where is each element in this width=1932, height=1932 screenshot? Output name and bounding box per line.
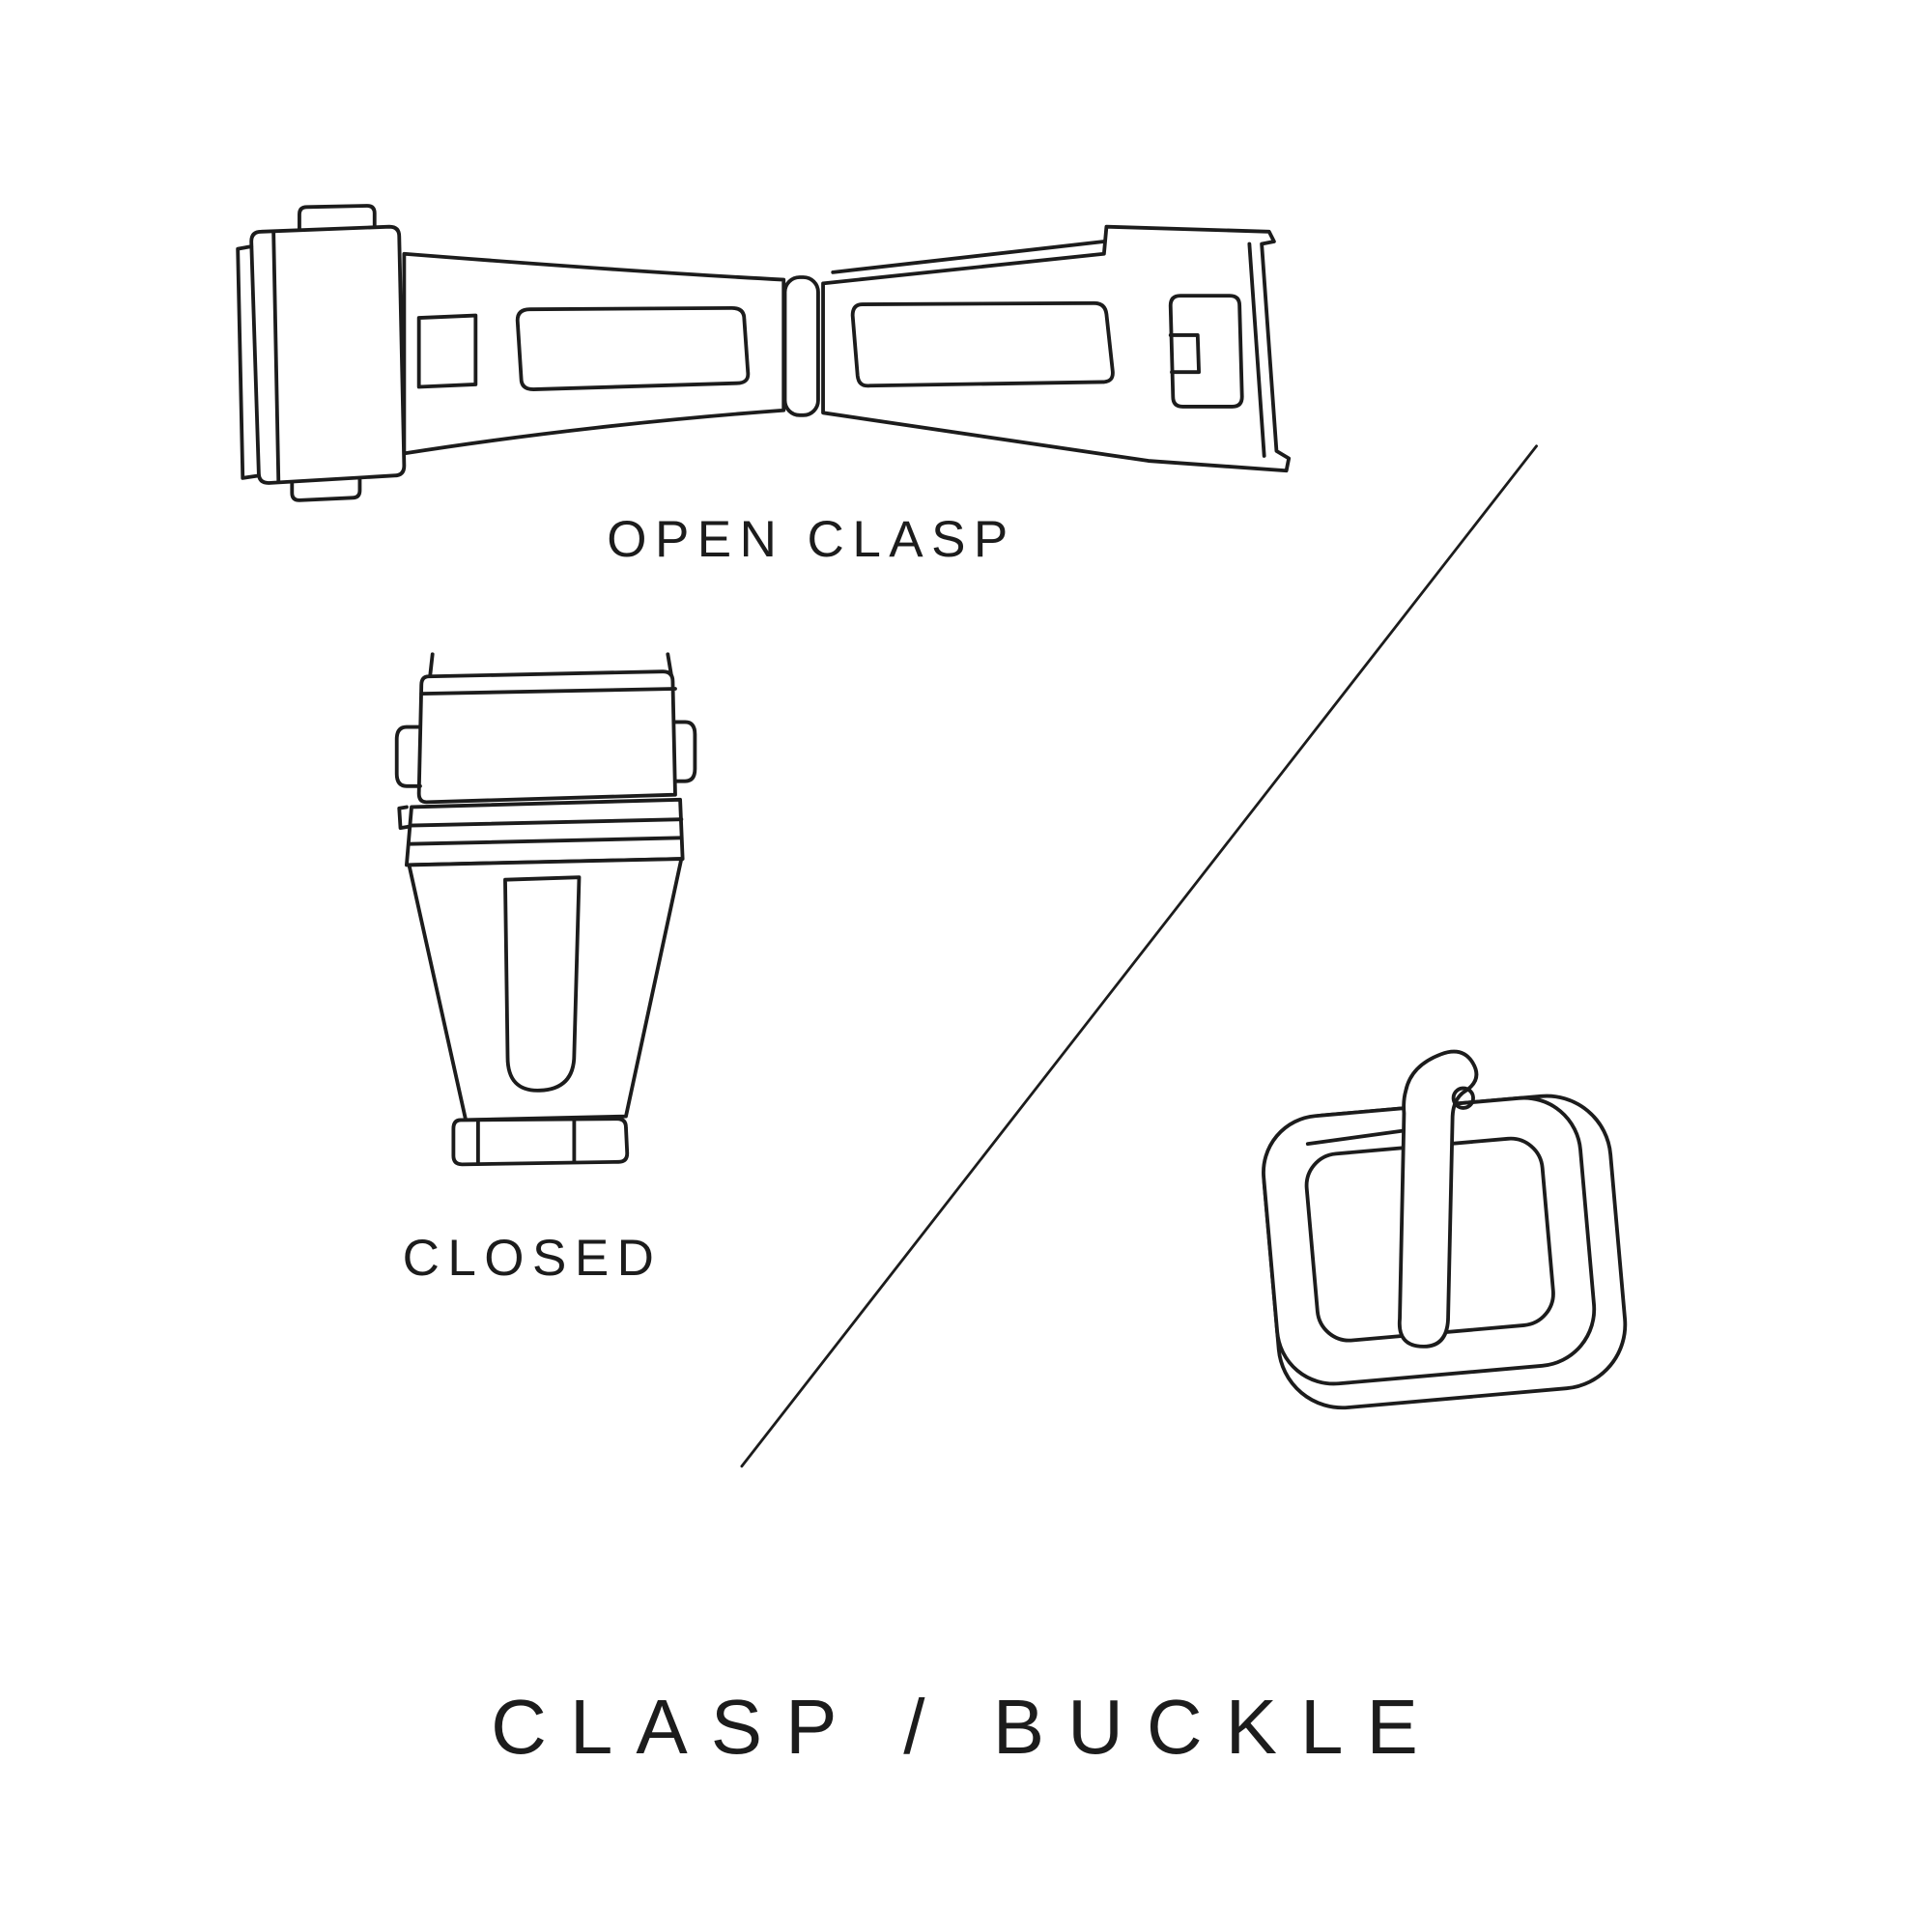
diagram-title: CLASP / BUCKLE xyxy=(491,1684,1441,1770)
open-clasp-illustration xyxy=(236,204,1292,502)
open-clasp-label: OPEN CLASP xyxy=(607,511,1016,568)
closed-clasp-illustration xyxy=(394,652,697,1167)
buckle-illustration xyxy=(1262,1049,1628,1410)
closed-label: CLOSED xyxy=(402,1230,663,1287)
divider-line xyxy=(740,444,1538,1468)
